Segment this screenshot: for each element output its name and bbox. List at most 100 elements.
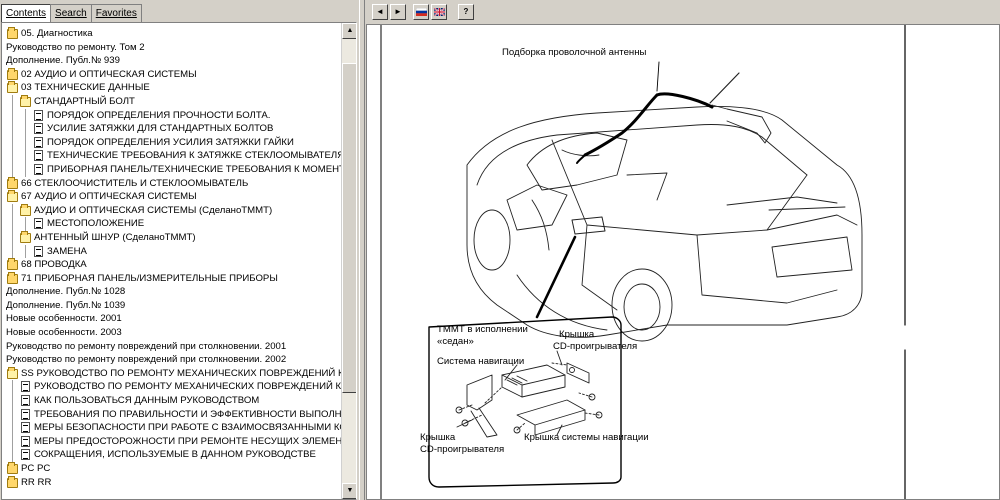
tree-item-label: МЕСТОПОЛОЖЕНИЕ: [47, 218, 145, 230]
help-button[interactable]: ?: [458, 4, 474, 20]
tree-item[interactable]: МЕРЫ БЕЗОПАСНОСТИ ПРИ РАБОТЕ С ВЗАИМОСВЯ…: [2, 421, 341, 435]
tree-item-label: Дополнение. Публ.№ 1028: [6, 286, 126, 298]
folder-icon: [7, 27, 18, 39]
tree-item-label: 71 ПРИБОРНАЯ ПАНЕЛЬ/ИЗМЕРИТЕЛЬНЫЕ ПРИБОР…: [21, 272, 278, 284]
tab-favorites[interactable]: Favorites: [90, 4, 142, 22]
tree-item-label: АУДИО И ОПТИЧЕСКАЯ СИСТЕМЫ (СделаноTMMT): [34, 204, 273, 216]
topic-page-icon: [34, 163, 43, 175]
tree-item[interactable]: СОКРАЩЕНИЯ, ИСПОЛЬЗУЕМЫЕ В ДАННОМ РУКОВО…: [2, 448, 341, 462]
tree-guide-line: [12, 421, 13, 435]
tree-item-label: МЕРЫ БЕЗОПАСНОСТИ ПРИ РАБОТЕ С ВЗАИМОСВЯ…: [34, 422, 341, 434]
tree-item-label: УСИЛИЕ ЗАТЯЖКИ ДЛЯ СТАНДАРТНЫХ БОЛТОВ: [47, 123, 274, 135]
russian-language-button[interactable]: [413, 4, 429, 20]
tree-guide-line: [25, 217, 26, 231]
tree-item[interactable]: МЕРЫ ПРЕДОСТОРОЖНОСТИ ПРИ РЕМОНТЕ НЕСУЩИ…: [2, 434, 341, 449]
tree-item[interactable]: КАК ПОЛЬЗОВАТЬСЯ ДАННЫМ РУКОВОДСТВОМ: [2, 394, 341, 408]
pane-splitter[interactable]: [359, 0, 365, 500]
tree-guide-line: [12, 434, 13, 449]
tree-item[interactable]: Руководство по ремонту. Том 2: [2, 41, 341, 55]
car-sedan-drawing: [466, 72, 863, 342]
tree-item[interactable]: 02 АУДИО И ОПТИЧЕСКАЯ СИСТЕМЫ: [2, 67, 341, 82]
tree-item-label: Дополнение. Публ.№ 939: [6, 55, 120, 67]
tree-item[interactable]: Дополнение. Публ.№ 1028: [2, 285, 341, 299]
tree-item-label: 68 ПРОВОДКА: [21, 259, 87, 271]
tab-contents[interactable]: Contents: [1, 4, 52, 23]
topic-page-icon: [34, 109, 43, 121]
english-language-button[interactable]: [431, 4, 447, 20]
tree-item[interactable]: SS РУКОВОДСТВО ПО РЕМОНТУ МЕХАНИЧЕСКИХ П…: [2, 366, 341, 381]
topic-page-icon: [21, 422, 30, 434]
tree-item[interactable]: 03 ТЕХНИЧЕСКИЕ ДАННЫЕ: [2, 81, 341, 95]
tree-item[interactable]: PC PC: [2, 462, 341, 476]
tree-guide-line: [12, 230, 13, 245]
antenna-leader-line: [656, 61, 660, 92]
tree-item-label: ТЕХНИЧЕСКИЕ ТРЕБОВАНИЯ К ЗАТЯЖКЕ СТЕКЛОО…: [47, 150, 341, 162]
back-arrow-icon: ◄: [376, 7, 384, 16]
tree-item-label: Руководство по ремонту повреждений при с…: [6, 340, 287, 352]
tree-item[interactable]: ПОРЯДОК ОПРЕДЕЛЕНИЯ ПРОЧНОСТИ БОЛТА.: [2, 108, 341, 123]
tree-item[interactable]: АУДИО И ОПТИЧЕСКАЯ СИСТЕМЫ (СделаноTMMT): [2, 203, 341, 218]
tree-item-label: СТАНДАРТНЫЙ БОЛТ: [34, 95, 135, 107]
tree-guide-line: [25, 162, 26, 177]
tree-item[interactable]: 66 СТЕКЛООЧИСТИТЕЛЬ И СТЕКЛООМЫВАТЕЛЬ: [2, 176, 341, 191]
tree-item[interactable]: 05. Диагностика: [2, 27, 341, 41]
tree-item[interactable]: УСИЛИЕ ЗАТЯЖКИ ДЛЯ СТАНДАРТНЫХ БОЛТОВ: [2, 122, 341, 136]
tree-item[interactable]: Дополнение. Публ.№ 1039: [2, 299, 341, 313]
tree-item[interactable]: Новые особенности. 2003: [2, 326, 341, 340]
tree-item[interactable]: ПОРЯДОК ОПРЕДЕЛЕНИЯ УСИЛИЯ ЗАТЯЖКИ ГАЙКИ: [2, 135, 341, 150]
tree-item-label: Руководство по ремонту. Том 2: [6, 41, 145, 53]
tree-item[interactable]: ЗАМЕНА: [2, 244, 341, 259]
tree-item[interactable]: ТЕХНИЧЕСКИЕ ТРЕБОВАНИЯ К ЗАТЯЖКЕ СТЕКЛОО…: [2, 149, 341, 163]
tree-item-label: ЗАМЕНА: [47, 245, 87, 257]
tree-item-label: АНТЕННЫЙ ШНУР (СделаноTMMT): [34, 231, 196, 243]
tree-item[interactable]: Новые особенности. 2001: [2, 312, 341, 326]
scroll-down-button[interactable]: ▼: [342, 483, 356, 499]
tree-item-label: 67 АУДИО И ОПТИЧЕСКАЯ СИСТЕМЫ: [21, 191, 197, 203]
scroll-up-button[interactable]: ▲: [342, 23, 356, 39]
tree-item-label: RR RR: [21, 476, 52, 488]
cd-cover-top-label-line2: CD-проигрывателя: [553, 341, 637, 352]
tree-item[interactable]: 71 ПРИБОРНАЯ ПАНЕЛЬ/ИЗМЕРИТЕЛЬНЫЕ ПРИБОР…: [2, 271, 341, 286]
tree-item[interactable]: Руководство по ремонту повреждений при с…: [2, 353, 341, 367]
tab-search[interactable]: Search: [50, 4, 92, 22]
nav-system-label: Система навигации: [437, 356, 524, 367]
tree-guide-line: [12, 217, 13, 231]
tree-guide-line: [12, 244, 13, 259]
tree-item-label: 02 АУДИО И ОПТИЧЕСКАЯ СИСТЕМЫ: [21, 68, 197, 80]
folder-open-icon: [20, 94, 31, 107]
tree-item[interactable]: РУКОВОДСТВО ПО РЕМОНТУ МЕХАНИЧЕСКИХ ПОВР…: [2, 380, 341, 395]
cd-cover-bottom-label-line1: Крышка: [420, 432, 456, 443]
tree-item-label: ТРЕБОВАНИЯ ПО ПРАВИЛЬНОСТИ И ЭФФЕКТИВНОС…: [34, 408, 341, 420]
tree-item[interactable]: ТРЕБОВАНИЯ ПО ПРАВИЛЬНОСТИ И ЭФФЕКТИВНОС…: [2, 407, 341, 422]
tree-scrollbar[interactable]: ▲ ▼: [341, 23, 356, 499]
folder-open-icon: [7, 190, 18, 203]
tree-item[interactable]: Руководство по ремонту повреждений при с…: [2, 340, 341, 354]
uk-flag-icon: [434, 8, 445, 16]
folder-icon: [7, 475, 18, 488]
back-button[interactable]: ◄: [372, 4, 388, 20]
tree-guide-line: [25, 244, 26, 259]
tree-item[interactable]: МЕСТОПОЛОЖЕНИЕ: [2, 217, 341, 231]
cd-cover-top-label-line1: Крышка: [559, 329, 595, 340]
cd-cover-bottom-label-line2: CD-проигрывателя: [420, 444, 504, 455]
content-pane: ◄ ► ?: [365, 0, 1000, 500]
tree-item-label: Новые особенности. 2001: [6, 313, 122, 325]
tree-guide-line: [12, 149, 13, 163]
tree-item-label: Дополнение. Публ.№ 1039: [6, 299, 126, 311]
folder-open-icon: [7, 366, 18, 379]
forward-button[interactable]: ►: [390, 4, 406, 20]
folder-icon: [7, 258, 18, 271]
tree-item[interactable]: СТАНДАРТНЫЙ БОЛТ: [2, 94, 341, 109]
tree-item[interactable]: ПРИБОРНАЯ ПАНЕЛЬ/ТЕХНИЧЕСКИЕ ТРЕБОВАНИЯ …: [2, 162, 341, 177]
tree-item[interactable]: 68 ПРОВОДКА: [2, 258, 341, 272]
tree-item[interactable]: Дополнение. Публ.№ 939: [2, 54, 341, 68]
tree-item[interactable]: АНТЕННЫЙ ШНУР (СделаноTMMT): [2, 230, 341, 245]
document-view[interactable]: Подборка проволочной антенны ТММТ в испо…: [366, 24, 1000, 500]
scroll-thumb[interactable]: [342, 63, 356, 393]
tree-item[interactable]: 67 АУДИО И ОПТИЧЕСКАЯ СИСТЕМЫ: [2, 190, 341, 204]
tree-item[interactable]: RR RR: [2, 475, 341, 490]
inset-frame: [428, 316, 622, 488]
navigation-pane: Contents Search Favorites 05. Диагностик…: [0, 0, 359, 500]
